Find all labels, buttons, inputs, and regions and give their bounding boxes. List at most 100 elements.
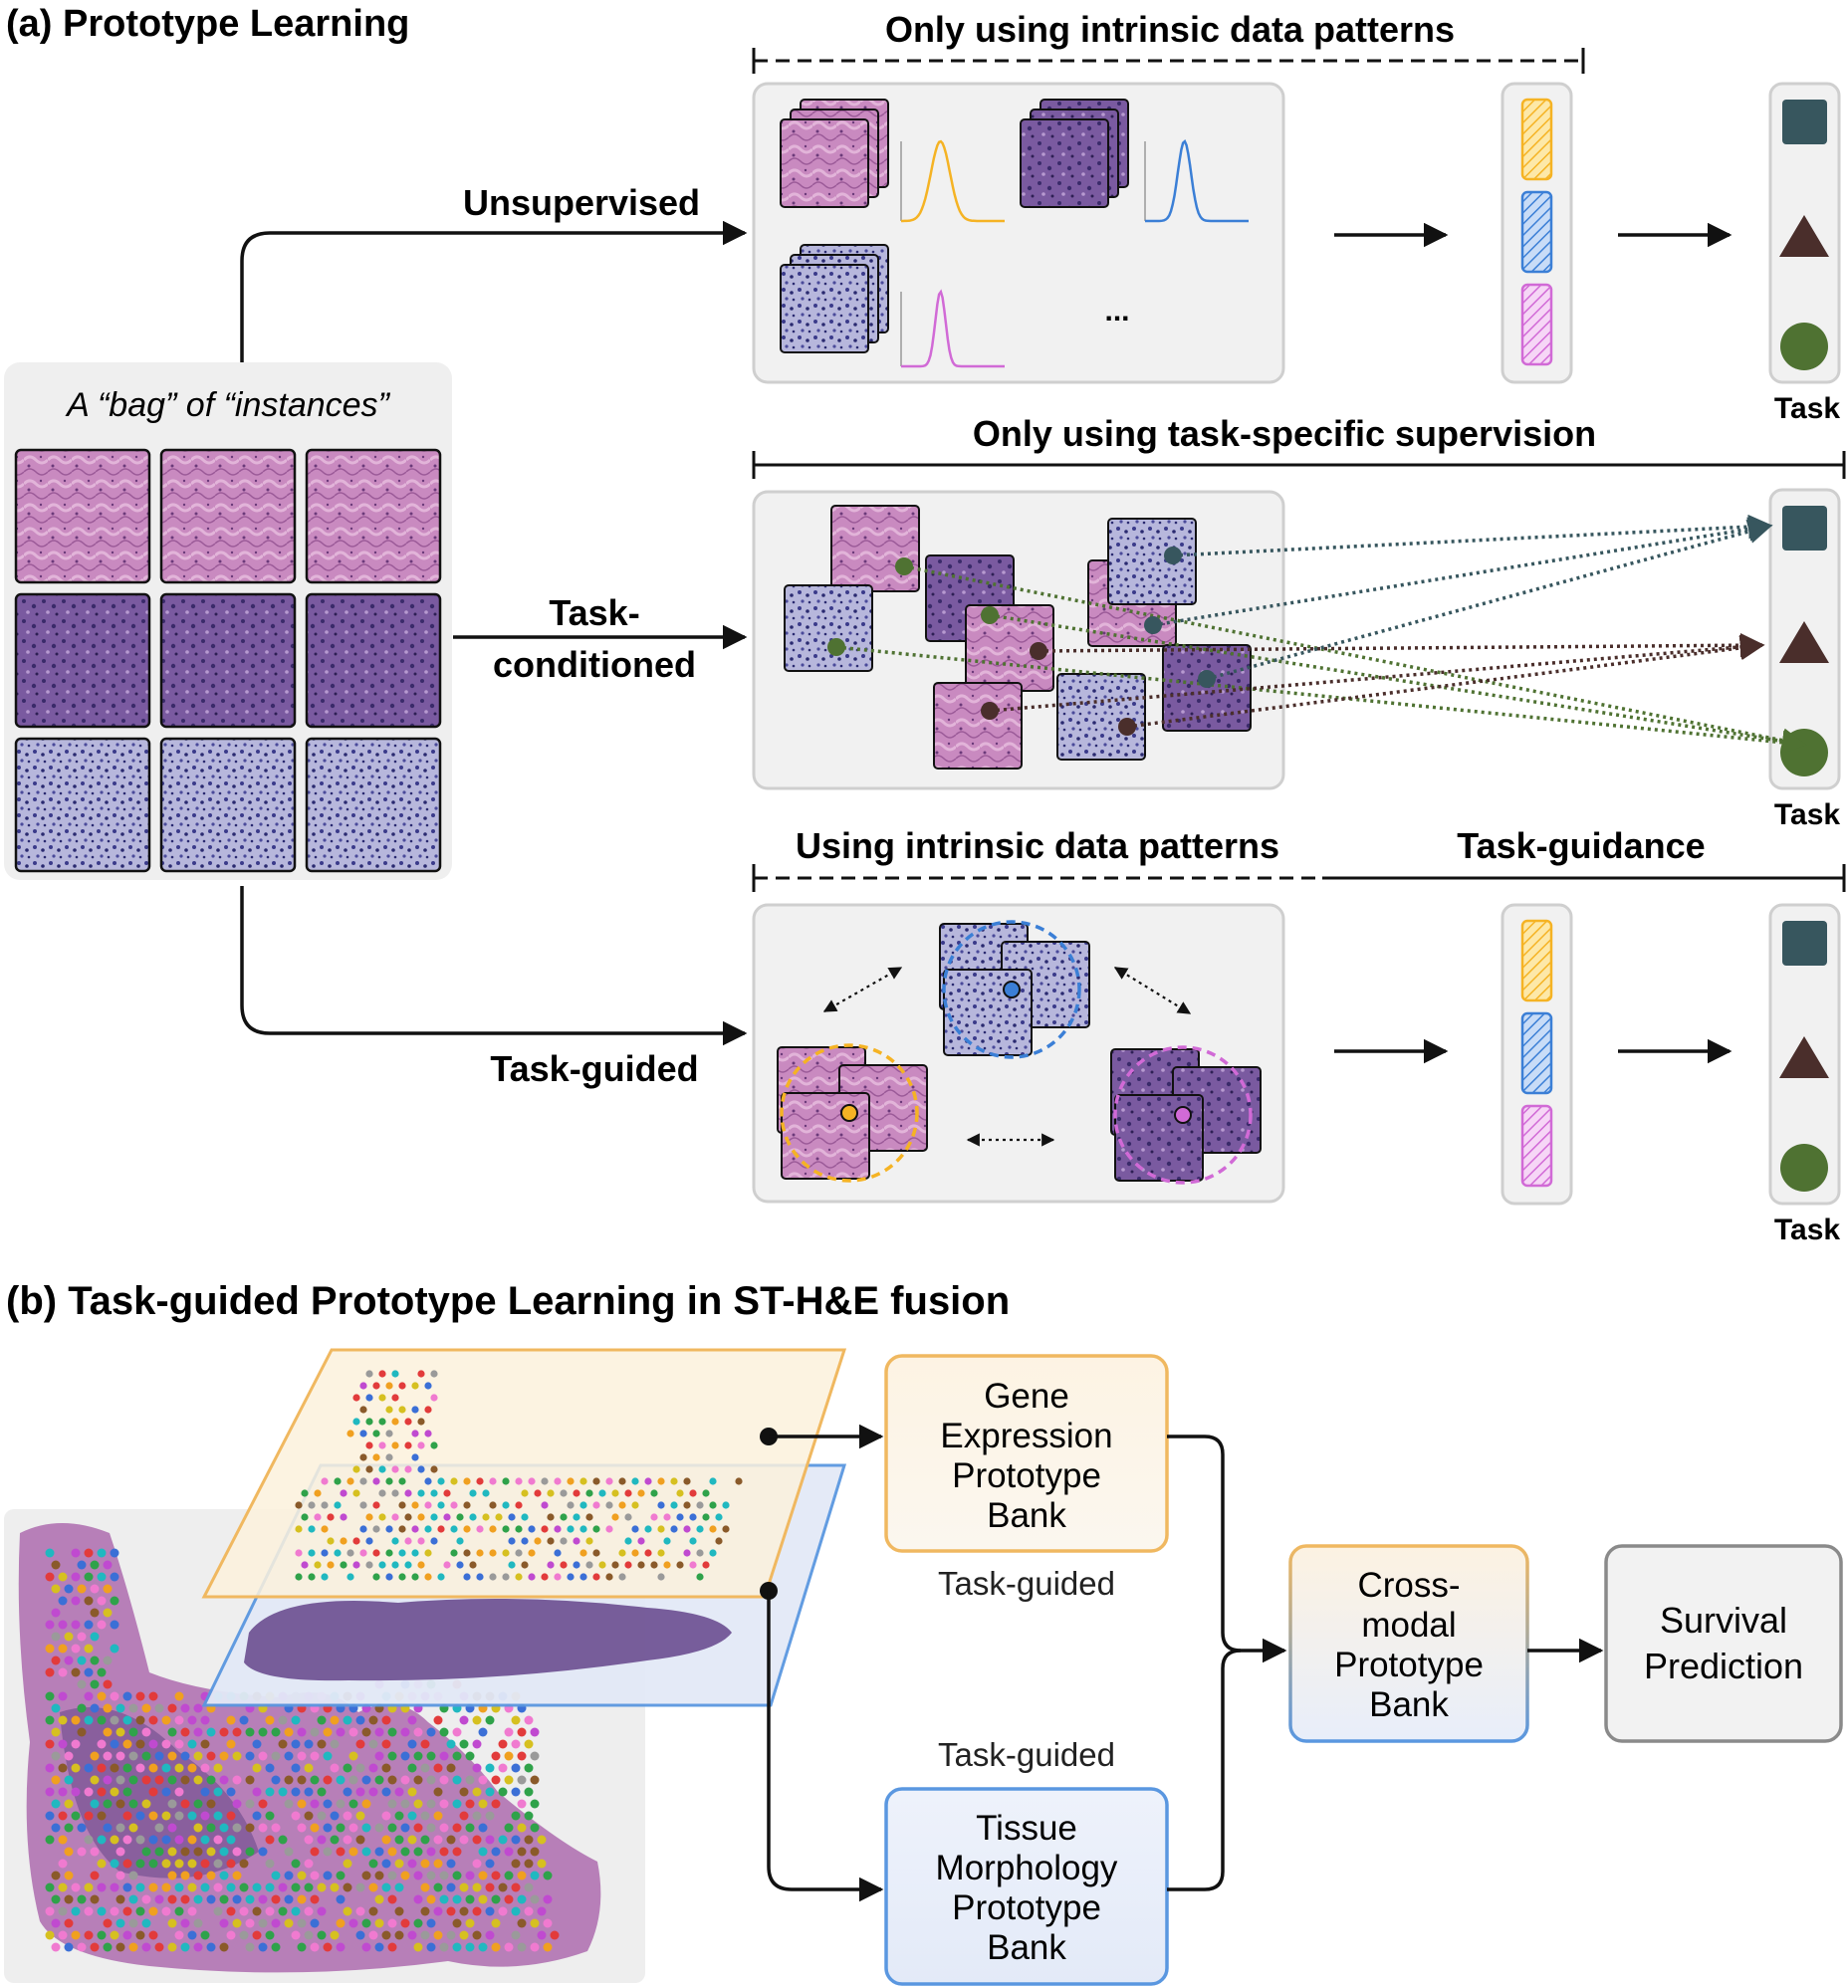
st-spot	[258, 1751, 268, 1761]
st-spot	[71, 1930, 81, 1940]
st-spot	[148, 1787, 158, 1797]
st-spot	[232, 1775, 242, 1785]
st-spot	[180, 1894, 190, 1904]
instance-tile	[943, 969, 1033, 1056]
st-spot	[424, 1477, 432, 1485]
st-spot	[58, 1763, 68, 1773]
st-spot	[433, 1882, 443, 1892]
st-spot	[381, 1811, 391, 1821]
st-spot	[618, 1501, 626, 1509]
st-spot	[258, 1727, 268, 1737]
st-spot	[598, 1561, 606, 1569]
st-spot	[45, 1811, 55, 1821]
st-spot	[498, 1763, 508, 1773]
st-spot	[284, 1751, 294, 1761]
st-spot	[624, 1561, 632, 1569]
st-spot	[485, 1715, 495, 1725]
st-spot	[103, 1608, 113, 1618]
st-spot	[90, 1584, 100, 1594]
st-spot	[394, 1906, 404, 1916]
st-spot	[543, 1918, 553, 1928]
st-spot	[478, 1894, 488, 1904]
st-spot	[443, 1513, 451, 1521]
instance-tile	[305, 592, 442, 729]
st-spot	[122, 1763, 132, 1773]
st-spot	[365, 1513, 373, 1521]
st-spot	[491, 1871, 501, 1880]
st-spot	[511, 1763, 521, 1773]
st-spot	[265, 1835, 275, 1845]
bag-label: A “bag” of “instances”	[65, 386, 390, 424]
st-spot	[439, 1894, 449, 1904]
st-spot	[517, 1918, 527, 1928]
st-spot	[530, 1751, 540, 1761]
instance-tile	[14, 592, 151, 729]
instance-tile	[14, 448, 151, 584]
st-spot	[437, 1573, 445, 1581]
st-spot	[330, 1835, 340, 1845]
st-spot	[368, 1930, 378, 1940]
st-spot	[524, 1739, 534, 1749]
st-spot	[391, 1561, 399, 1569]
st-spot	[478, 1799, 488, 1809]
task-guided-label-bottom: Task-guided	[938, 1736, 1115, 1773]
st-spot	[417, 1465, 425, 1473]
st-spot	[722, 1525, 730, 1533]
st-spot	[452, 1727, 462, 1737]
st-spot	[430, 1537, 438, 1545]
task-square-icon	[1782, 921, 1827, 966]
st-spot	[51, 1918, 61, 1928]
st-spot	[524, 1859, 534, 1869]
st-spot	[45, 1691, 55, 1701]
st-spot	[348, 1823, 358, 1833]
st-spot	[330, 1930, 340, 1940]
st-spot	[77, 1703, 87, 1713]
instance-tile	[780, 118, 869, 208]
st-spot	[463, 1501, 471, 1509]
st-spot	[323, 1775, 333, 1785]
st-spot	[413, 1847, 423, 1857]
st-spot	[521, 1537, 529, 1545]
st-spot	[252, 1787, 262, 1797]
st-spot	[446, 1859, 456, 1869]
gene-expression-prototype-bank	[884, 1354, 1169, 1553]
st-spot	[64, 1823, 74, 1833]
st-spot	[482, 1489, 490, 1497]
st-spot	[304, 1882, 314, 1892]
st-spot	[543, 1871, 553, 1880]
st-spot	[365, 1370, 373, 1378]
st-spot	[295, 1549, 303, 1557]
st-spot	[219, 1871, 229, 1880]
st-spot	[567, 1477, 575, 1485]
st-spot	[141, 1942, 151, 1952]
st-spot	[459, 1930, 469, 1940]
st-spot	[650, 1561, 658, 1569]
st-spot	[58, 1691, 68, 1701]
st-spot	[161, 1739, 171, 1749]
st-spot	[537, 1859, 547, 1869]
instance-tile	[1056, 673, 1146, 761]
cross-modal-prototype-bank	[1288, 1544, 1529, 1743]
st-spot	[310, 1799, 320, 1809]
st-spot	[502, 1573, 510, 1581]
st-spot	[359, 1430, 367, 1437]
st-spot	[135, 1811, 145, 1821]
st-spot	[446, 1739, 456, 1749]
st-spot	[495, 1513, 503, 1521]
st-spot	[336, 1871, 346, 1880]
st-spot	[413, 1823, 423, 1833]
st-spot	[709, 1525, 717, 1533]
st-spot	[463, 1549, 471, 1557]
panel-a-title: (a) Prototype Learning	[6, 3, 409, 45]
st-spot	[491, 1847, 501, 1857]
instance-dot	[827, 638, 845, 656]
st-spot	[644, 1525, 652, 1533]
st-spot	[71, 1572, 81, 1582]
st-spot	[459, 1882, 469, 1892]
supervision-link	[1038, 632, 1765, 658]
st-spot	[321, 1501, 329, 1509]
st-spot	[452, 1942, 462, 1952]
st-spot	[573, 1561, 580, 1569]
st-spot	[521, 1513, 529, 1521]
st-spot	[193, 1775, 203, 1785]
